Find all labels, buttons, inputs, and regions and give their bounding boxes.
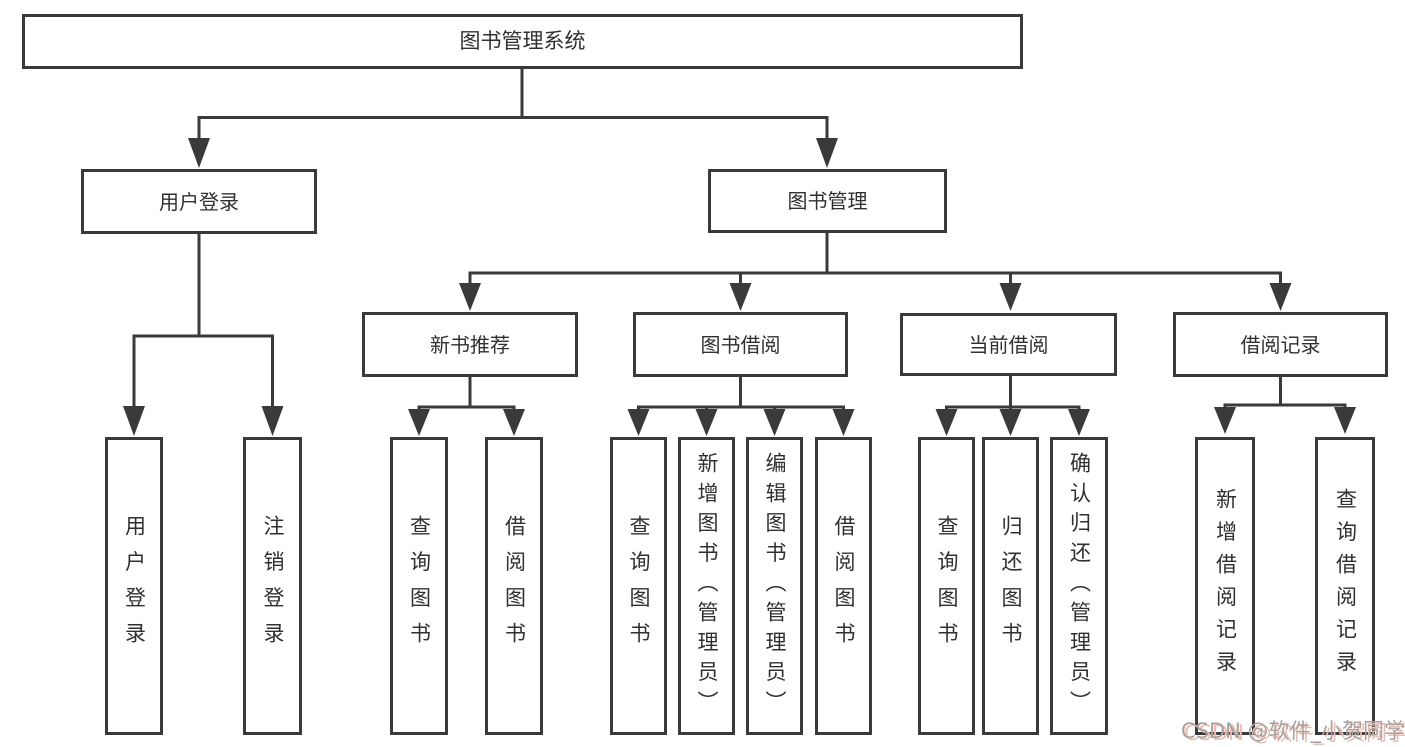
arrowhead (503, 409, 525, 436)
node-user-login-label: 用户登录 (159, 189, 239, 214)
node-leaf-query-books-recommend-label: 查询图书 (407, 514, 432, 658)
arrowhead (261, 406, 284, 436)
arrowhead (695, 409, 718, 436)
arrowhead (1334, 407, 1356, 434)
node-library-system-label: 图书管理系统 (459, 29, 586, 53)
node-leaf-confirm-return-admin-label: 确认归还（管理员） (1067, 451, 1092, 721)
connector-root-to-level1 (188, 69, 838, 168)
node-leaf-query-books-recommend: 查询图书 (390, 437, 448, 735)
node-leaf-query-borrow-record: 查询借阅记录 (1315, 437, 1375, 735)
node-leaf-query-borrow-record-label: 查询借阅记录 (1333, 488, 1358, 684)
arrowhead (459, 283, 481, 311)
node-leaf-user-login: 用户登录 (105, 437, 163, 735)
arrowhead (935, 409, 958, 436)
node-new-book-recommend-label: 新书推荐 (430, 332, 510, 357)
connector-records-to-children (1214, 377, 1356, 434)
node-leaf-logout-label: 注销登录 (261, 514, 285, 658)
connector-book-borrow-to-children (627, 377, 855, 436)
node-borrow-records: 借阅记录 (1173, 312, 1388, 377)
node-leaf-add-borrow-record-label: 新增借阅记录 (1213, 488, 1238, 684)
arrowhead (816, 138, 838, 168)
node-book-management: 图书管理 (708, 169, 947, 233)
node-leaf-add-book-admin-label: 新增图书（管理员） (695, 451, 719, 721)
node-book-management-label: 图书管理 (787, 189, 868, 213)
node-leaf-return-books: 归还图书 (982, 437, 1039, 735)
node-leaf-return-books-label: 归还图书 (999, 514, 1023, 658)
arrowhead (1068, 409, 1090, 436)
node-leaf-borrow-books-recommend: 借阅图书 (485, 437, 543, 735)
node-leaf-confirm-return-admin: 确认归还（管理员） (1050, 437, 1108, 735)
node-leaf-query-books-current-label: 查询图书 (935, 514, 959, 658)
node-user-login: 用户登录 (81, 169, 317, 234)
node-library-system: 图书管理系统 (22, 14, 1023, 69)
connector-book-mgmt-to-level2 (459, 233, 1292, 311)
arrowhead (123, 406, 145, 436)
node-leaf-edit-book-admin-label: 编辑图书（管理员） (763, 451, 787, 721)
arrowhead (999, 283, 1022, 311)
arrowhead (188, 138, 210, 168)
arrowhead (763, 409, 786, 436)
arrowhead (408, 409, 430, 436)
node-new-book-recommend: 新书推荐 (362, 312, 578, 377)
node-leaf-add-borrow-record: 新增借阅记录 (1195, 437, 1255, 735)
node-leaf-query-books-borrow: 查询图书 (610, 437, 667, 735)
arrowhead (1214, 407, 1236, 434)
arrowhead (999, 409, 1022, 436)
node-leaf-logout: 注销登录 (243, 437, 302, 735)
node-leaf-borrow-books-recommend-label: 借阅图书 (502, 514, 527, 658)
connector-current-borrow-to-children (935, 376, 1090, 436)
node-leaf-query-books-borrow-label: 查询图书 (627, 514, 651, 658)
node-leaf-user-login-label: 用户登录 (122, 514, 147, 658)
node-leaf-query-books-current: 查询图书 (918, 437, 975, 735)
arrowhead (729, 283, 752, 311)
node-current-borrow: 当前借阅 (900, 313, 1117, 376)
connector-new-rec-to-children (408, 377, 525, 436)
node-leaf-add-book-admin: 新增图书（管理员） (678, 437, 735, 735)
arrowhead (627, 409, 650, 436)
arrowhead (1269, 283, 1292, 311)
node-leaf-borrow-books: 借阅图书 (815, 437, 872, 735)
node-leaf-edit-book-admin: 编辑图书（管理员） (746, 437, 803, 735)
arrowhead (832, 409, 855, 436)
node-book-borrow: 图书借阅 (633, 312, 848, 377)
node-leaf-borrow-books-label: 借阅图书 (832, 514, 856, 658)
node-borrow-records-label: 借阅记录 (1240, 332, 1321, 357)
node-book-borrow-label: 图书借阅 (700, 332, 781, 357)
watermark: CSDN @软件_小贺同学 (1181, 719, 1405, 743)
node-current-borrow-label: 当前借阅 (968, 332, 1049, 357)
connector-user-login-to-children (123, 234, 284, 436)
